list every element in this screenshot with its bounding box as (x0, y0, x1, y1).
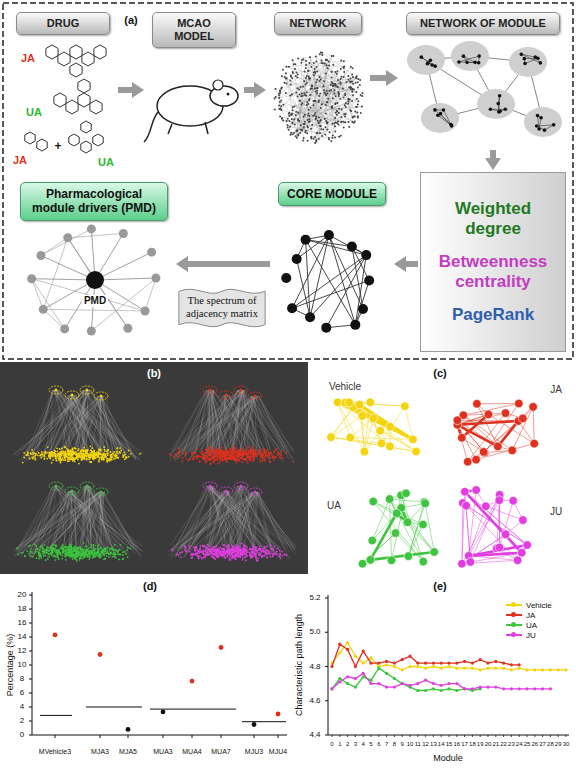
figure: {"diagram": { "nodes": [ {"text": ["DRUG… (0, 0, 576, 773)
